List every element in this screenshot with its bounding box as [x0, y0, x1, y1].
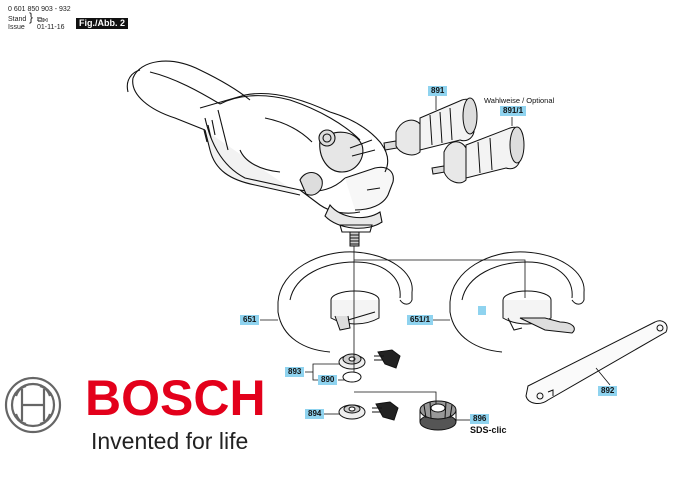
callout-894[interactable]: 894	[305, 409, 325, 419]
brand-slogan: Invented for life	[91, 428, 249, 454]
bosch-armature-logo-icon	[4, 376, 62, 434]
stand-label: Stand	[8, 16, 27, 23]
guard-651-illustration	[277, 251, 413, 353]
callout-892[interactable]: 892	[598, 386, 618, 396]
optional-note: Wahlweise / Optional	[484, 96, 555, 105]
date-format-icon: ⧉⋈	[37, 15, 48, 24]
side-handle-891-1-illustration	[431, 126, 525, 184]
callout-891-1[interactable]: 891/1	[500, 106, 527, 116]
angle-grinder-illustration	[126, 60, 394, 233]
issue-label: Issue	[8, 24, 25, 31]
callout-896[interactable]: 896	[470, 414, 490, 424]
clamping-nut-894-illustration	[338, 401, 399, 421]
side-handle-891-illustration	[383, 97, 478, 156]
spanner-wrench-892-illustration	[525, 320, 668, 404]
brand-wordmark: BOSCH	[85, 370, 266, 426]
sds-clic-nut-896-illustration	[419, 400, 457, 431]
callout-651[interactable]: 651	[240, 315, 260, 325]
highlight-marker	[478, 306, 486, 315]
guard-651-1-illustration	[449, 251, 585, 353]
spindle-illustration	[349, 231, 360, 247]
callout-651-1[interactable]: 651/1	[407, 315, 434, 325]
sds-clic-label: SDS-clic	[470, 425, 507, 435]
callout-891[interactable]: 891	[428, 86, 448, 96]
figure-tag: Fig./Abb. 2	[76, 18, 128, 29]
bracket-icon: }	[29, 10, 34, 24]
callout-890[interactable]: 890	[318, 375, 338, 385]
issue-date: 01-11-16	[37, 24, 65, 31]
document-number: 0 601 850 903 - 932	[8, 6, 71, 13]
flange-893-illustration	[338, 349, 401, 383]
callout-893[interactable]: 893	[285, 367, 305, 377]
